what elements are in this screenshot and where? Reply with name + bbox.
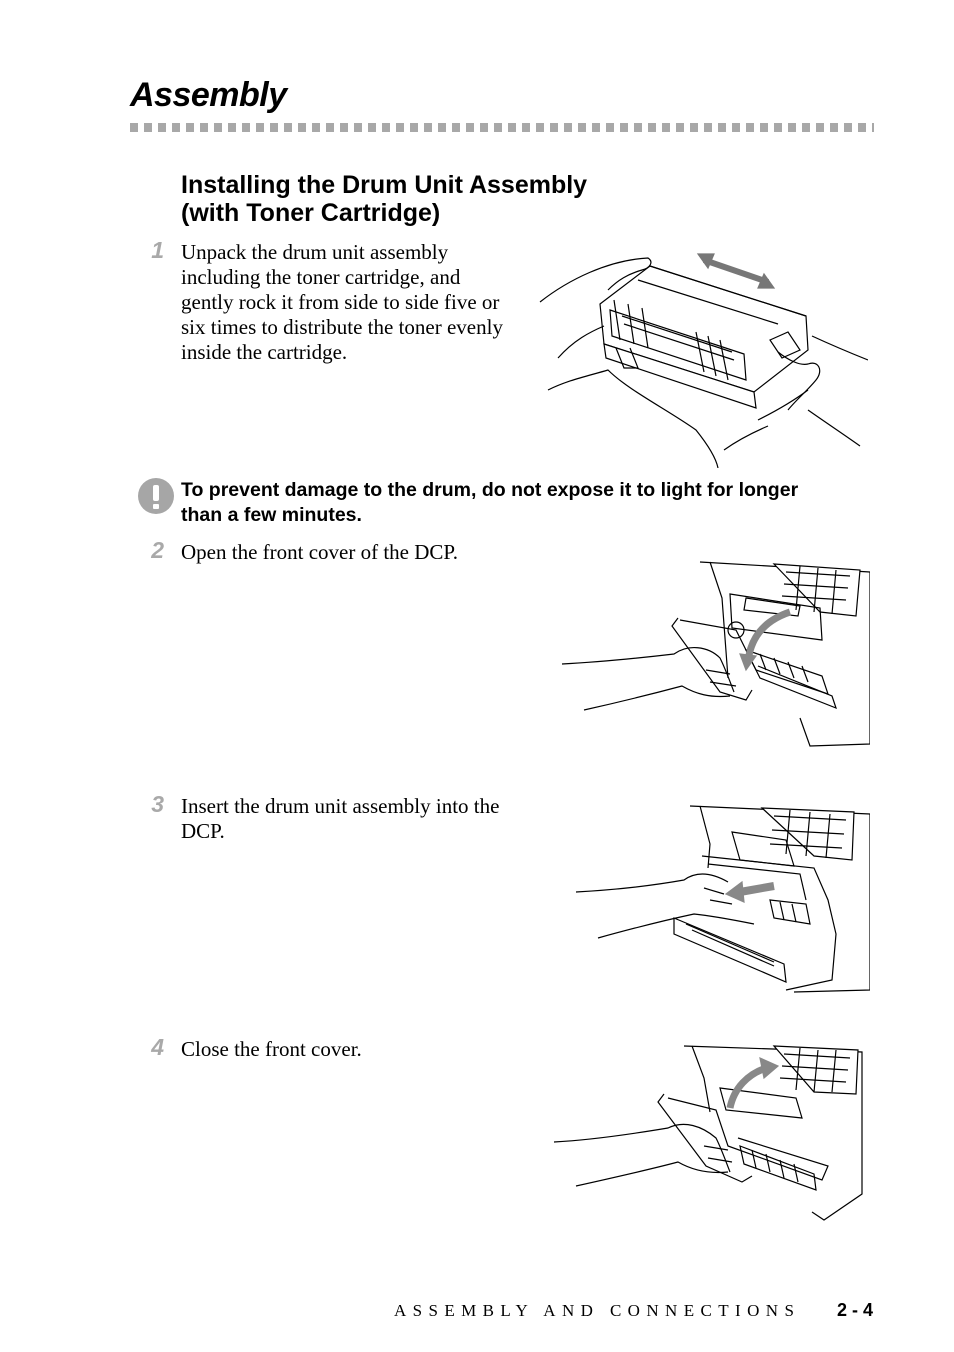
open-front-cover-illustration [560,558,870,748]
section-divider [130,123,874,132]
step-text: Unpack the drum unit assembly including … [181,240,526,365]
step-text-line: Unpack the drum unit assembly [181,240,449,264]
step-number: 4 [151,1034,164,1060]
step-number: 1 [151,237,164,263]
step-text: Insert the drum unit assembly into the D… [181,794,541,844]
subsection-title-line1: Installing the Drum Unit Assembly [181,171,588,199]
step-text-line: DCP. [181,819,225,843]
page-number: 2 - 4 [837,1300,874,1320]
section-title: Assembly [130,76,287,114]
caution-icon [138,478,174,514]
step-text-line: Close the front cover. [181,1037,362,1061]
caution-text-line: To prevent damage to the drum, do not ex… [181,479,799,501]
step-text: Close the front cover. [181,1037,541,1062]
step-text-line: including the toner cartridge, and [181,265,461,289]
step-text: Open the front cover of the DCP. [181,540,541,565]
step-text-line: Open the front cover of the DCP. [181,540,459,564]
step-text-line: six times to distribute the toner evenly [181,315,503,339]
step-text-line: Insert the drum unit assembly into the [181,794,500,818]
drum-unit-rocking-illustration [538,240,868,468]
footer-section-label: ASSEMBLY AND CONNECTIONS [394,1301,801,1320]
exclamation-icon [153,485,159,501]
subsection-title-line2: (with Toner Cartridge) [181,199,441,227]
step-text-line: gently rock it from side to side five or [181,290,500,314]
close-front-cover-illustration [552,1042,864,1224]
caution-text-line: than a few minutes. [181,504,362,526]
subsection-title: Installing the Drum Unit Assembly (with … [181,171,587,227]
step-number: 2 [151,537,164,563]
caution-text: To prevent damage to the drum, do not ex… [181,478,881,528]
step-text-line: inside the cartridge. [181,340,348,364]
step-number: 3 [151,791,164,817]
insert-drum-unit-illustration [574,804,870,996]
